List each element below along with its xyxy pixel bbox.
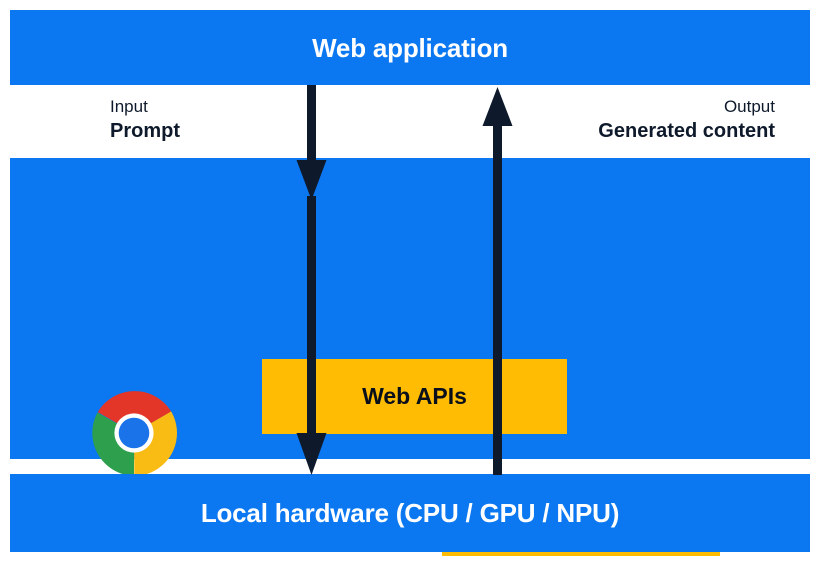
annotation-input-kicker: Input xyxy=(110,97,148,116)
annotation-input: Input Prompt xyxy=(110,97,180,143)
annotation-output: Output Generated content xyxy=(598,97,775,143)
band-local-hardware: Local hardware (CPU / GPU / NPU) xyxy=(10,474,810,552)
annotation-output-kicker: Output xyxy=(723,97,775,116)
band-web-application-label: Web application xyxy=(312,32,508,63)
chrome-logo-icon xyxy=(92,391,177,476)
annotation-input-value: Prompt xyxy=(110,119,180,142)
band-browser: Browser Web APIs Built-in models and run… xyxy=(10,158,810,556)
annotation-output-value: Generated content xyxy=(598,119,775,142)
band-local-hardware-label: Local hardware (CPU / GPU / NPU) xyxy=(200,498,620,528)
box-web-apis: Web APIs xyxy=(262,359,567,434)
box-web-apis-label: Web APIs xyxy=(362,383,467,410)
band-web-application: Web application xyxy=(10,10,810,85)
